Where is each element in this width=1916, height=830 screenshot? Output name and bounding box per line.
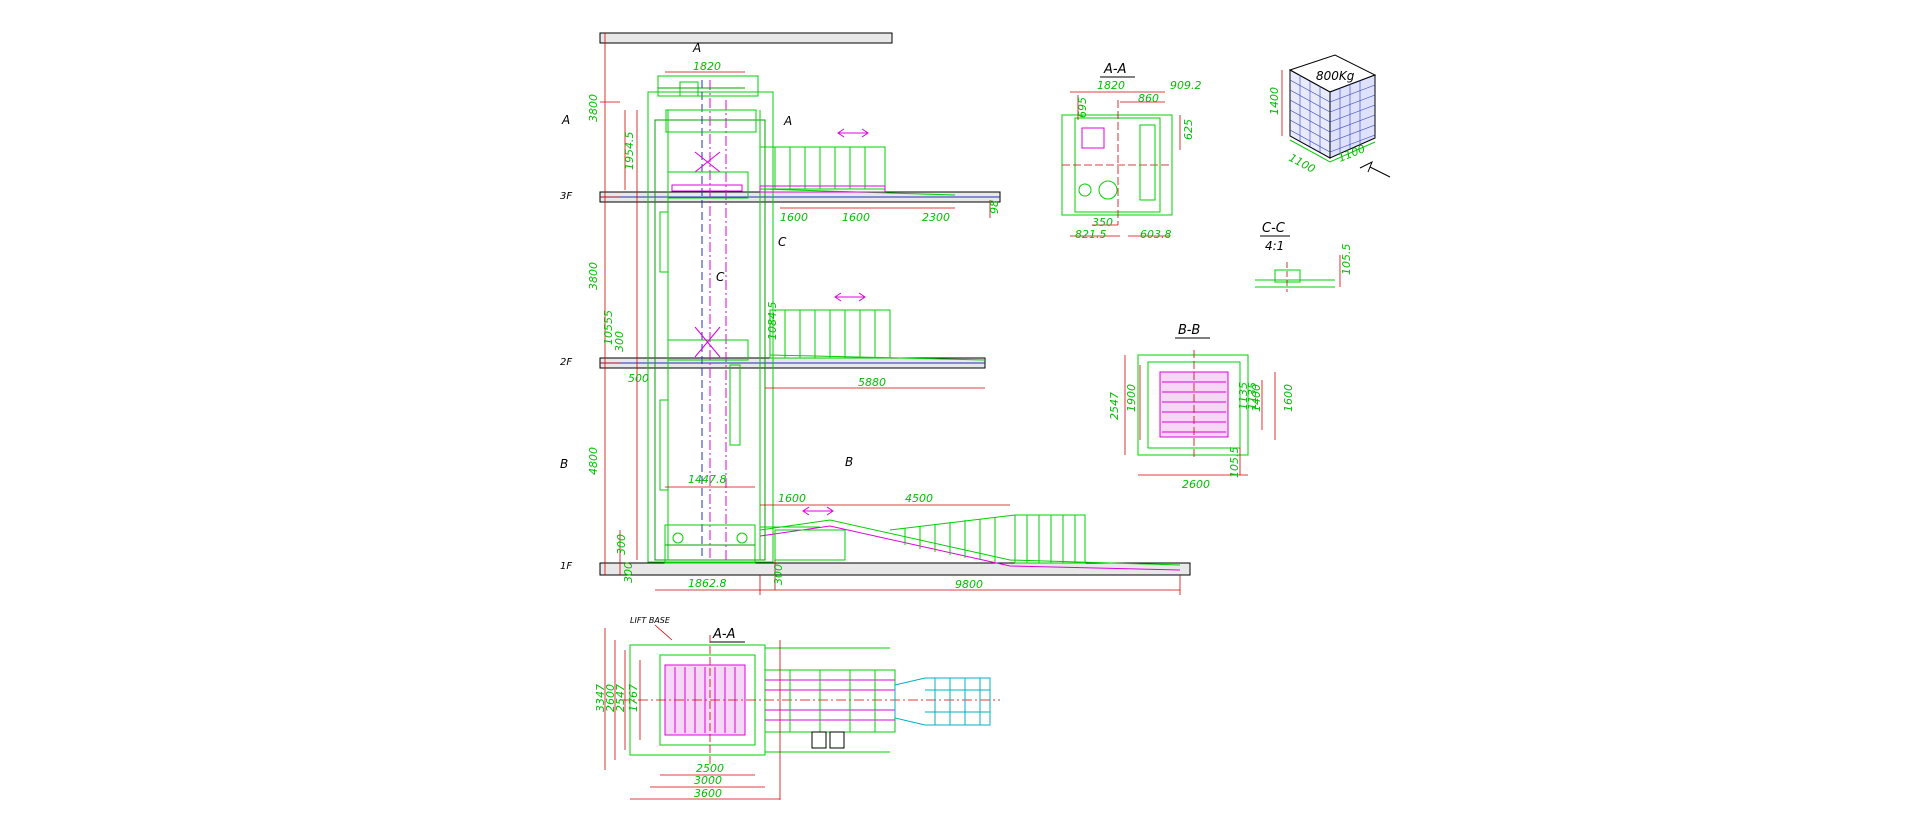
lift-shaft <box>647 91 774 563</box>
dim-aa-821: 821.5 <box>1075 228 1107 241</box>
dim-plan-1767: 1767 <box>627 684 640 712</box>
dim-aa-1820: 1820 <box>1097 79 1125 92</box>
dim-elev-1954: 1954.5 <box>623 132 636 171</box>
direction-arrow-2f <box>834 292 866 302</box>
dim-plan-2500: 2500 <box>696 762 724 775</box>
dim-elev-300d: 300 <box>772 564 785 585</box>
section-bb: B-B 2547 1900 1400 1600 1135 1135 2600 1… <box>1108 323 1295 491</box>
dim-box-1100a: 1100 <box>1287 151 1318 176</box>
floor-label-2: 2F <box>560 357 572 368</box>
dim-top-1600b: 1600 <box>842 211 870 224</box>
section-aa-top: A-A 1820 860 909.2 695 625 350 821.5 603… <box>1061 62 1202 241</box>
dim-elev-1862: 1862.8 <box>688 577 727 590</box>
dim-bb-1400: 1400 <box>1250 384 1263 412</box>
cut-b-right: B <box>845 455 853 469</box>
cut-b-left: B <box>560 457 568 471</box>
dim-bb-2600: 2600 <box>1182 478 1210 491</box>
cut-a-top: A <box>692 41 701 55</box>
plan-aa-title: A-A <box>712 627 735 642</box>
dim-elev-300c: 300 <box>622 562 635 583</box>
dim-plan-2600: 2600 <box>604 684 617 712</box>
direction-arrow-1f <box>802 506 834 516</box>
floor-label-3: 3F <box>560 191 572 202</box>
dim-elev-500: 500 <box>628 372 649 385</box>
dim-elev-10555: 10555 <box>602 310 615 345</box>
dim-cc-105: 105.5 <box>1340 244 1353 276</box>
main-elevation: 1820 3800 3800 4800 1954.5 10555 300 500… <box>560 32 1191 595</box>
dim-bb-105: 105.5 <box>1228 447 1241 479</box>
dim-elev-h-top: 3800 <box>587 94 600 122</box>
dim-box-1400: 1400 <box>1268 87 1281 115</box>
section-cc-title: C-C <box>1262 221 1286 236</box>
dim-elev-1084: 1084.5 <box>766 302 779 341</box>
dim-top-1600a: 1600 <box>780 211 808 224</box>
section-aa-top-title: A-A <box>1103 62 1126 77</box>
dim-aa-695: 695 <box>1076 97 1089 118</box>
dim-elev-h-mid: 3800 <box>587 262 600 290</box>
dim-elev-h-bot: 4800 <box>587 447 600 475</box>
dim-aa-625: 625 <box>1182 119 1195 140</box>
dim-elev-300a: 300 <box>613 331 626 352</box>
plan-aa: A-A LIFT BASE <box>594 616 1000 800</box>
plan-note: LIFT BASE <box>630 616 671 625</box>
dim-bot-9800: 9800 <box>955 578 983 591</box>
load-weight: 800Kg <box>1316 69 1355 83</box>
dim-elev-1447: 1447.8 <box>688 473 727 486</box>
dim-elev-300b: 300 <box>615 534 628 555</box>
upper-railing <box>759 146 886 190</box>
section-bb-title: B-B <box>1178 323 1200 338</box>
dim-aa-909: 909.2 <box>1170 79 1202 92</box>
dim-mid-5880: 5880 <box>858 376 886 389</box>
cut-a-right: A <box>783 114 792 128</box>
floor-label-1: 1F <box>560 561 572 572</box>
section-cc-scale: 4:1 <box>1265 239 1284 253</box>
elevation-dimension-lines <box>600 33 1181 595</box>
dim-bb-1135a: 1135 <box>1237 382 1250 410</box>
plan-ramp <box>894 677 991 726</box>
section-cc: C-C 4:1 105.5 <box>1255 221 1353 292</box>
dim-elev-top-width: 1820 <box>693 60 721 73</box>
dim-top-2300: 2300 <box>922 211 950 224</box>
floor-slab-1 <box>599 562 1191 576</box>
cut-c-right: C <box>778 235 787 249</box>
dim-bb-1135b: 1135 <box>1246 382 1259 410</box>
cut-c-mid: C <box>716 270 725 284</box>
direction-arrow-3f <box>837 128 869 138</box>
dim-bot-1600: 1600 <box>778 492 806 505</box>
dim-aa-350: 350 <box>1092 216 1113 229</box>
dim-top-98: 98 <box>988 200 1001 214</box>
roof-slab <box>599 32 893 44</box>
dim-bb-1600: 1600 <box>1282 384 1295 412</box>
dim-plan-3347: 3347 <box>594 684 607 712</box>
dim-bb-1900: 1900 <box>1125 384 1138 412</box>
load-box: 800Kg 1400 1100 1100 <box>1268 54 1391 178</box>
dim-bot-4500: 4500 <box>905 492 933 505</box>
bb-payload <box>1159 371 1229 438</box>
dim-aa-603: 603.8 <box>1140 228 1172 241</box>
dim-plan-2547: 2547 <box>614 684 627 712</box>
dim-bb-2547: 2547 <box>1108 392 1121 420</box>
cut-a-left: A <box>561 113 570 127</box>
dim-plan-3600: 3600 <box>694 787 722 800</box>
dim-plan-3000: 3000 <box>694 774 722 787</box>
dim-aa-860: 860 <box>1138 92 1159 105</box>
